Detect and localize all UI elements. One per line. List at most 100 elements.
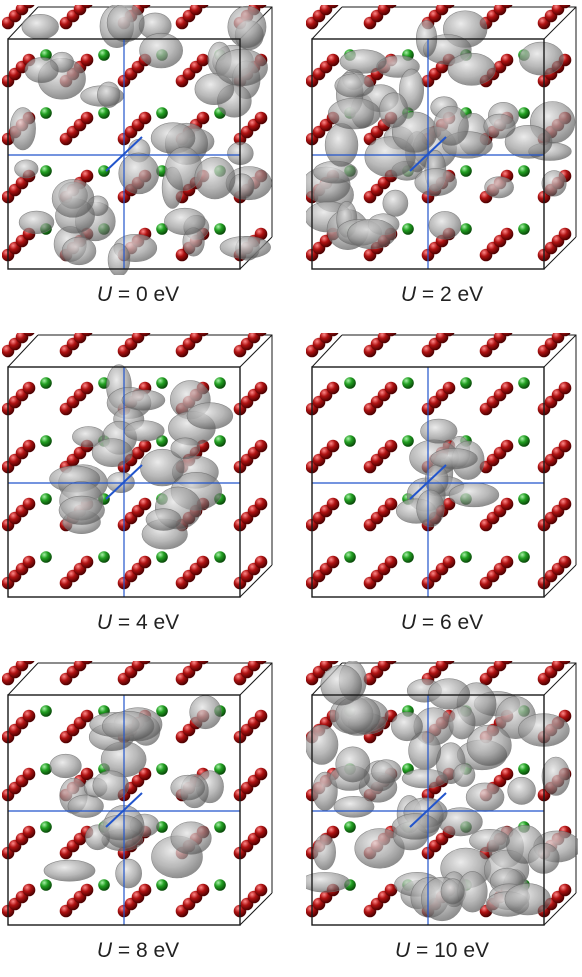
green-atom: [214, 377, 226, 389]
isosurface-blob: [170, 774, 206, 801]
red-atom: [138, 767, 152, 781]
red-atom: [326, 381, 340, 395]
isosurface-blob: [469, 829, 510, 852]
green-atom: [518, 377, 530, 389]
green-atom: [518, 763, 530, 775]
crystal-structure-render: [2, 5, 273, 275]
isosurface-blob: [382, 189, 409, 217]
green-atom: [40, 763, 52, 775]
red-atom: [254, 111, 268, 125]
green-atom: [344, 377, 356, 389]
red-atom: [80, 883, 94, 897]
green-atom: [40, 493, 52, 505]
caption-symbol: U: [96, 283, 112, 306]
green-atom: [40, 879, 52, 891]
crystal-structure-render: [306, 5, 577, 270]
red-atom: [131, 333, 145, 344]
caption-value: 10: [434, 939, 458, 962]
green-atom: [156, 107, 168, 119]
red-atom: [196, 53, 210, 67]
red-atom: [326, 439, 340, 453]
green-atom: [402, 551, 414, 563]
red-atom: [139, 333, 151, 337]
green-atom: [460, 165, 472, 177]
red-atom: [80, 111, 94, 125]
red-atom: [138, 111, 152, 125]
panel-caption: U = 2 eV: [306, 283, 578, 307]
axis-line-z: [409, 464, 447, 500]
caption-equals: =: [416, 611, 440, 634]
red-atom: [501, 661, 513, 665]
green-atom: [518, 165, 530, 177]
isosurface-blob: [61, 236, 97, 266]
isosurface-blob: [483, 113, 516, 139]
green-atom: [40, 705, 52, 717]
isosurface-blob: [24, 57, 59, 83]
red-atom: [327, 333, 339, 337]
red-atom: [254, 555, 268, 569]
isosurface-blob: [466, 724, 512, 766]
red-atom: [384, 497, 398, 511]
isosurface-blob: [124, 420, 165, 442]
isosurface-blob: [379, 92, 409, 128]
isosurface-blob: [51, 179, 95, 218]
isosurface-blob: [313, 834, 336, 871]
isosurface-blob: [58, 495, 105, 525]
caption-unit: eV: [153, 611, 180, 634]
isosurface-blob: [541, 756, 571, 796]
isosurface-blob: [339, 49, 387, 74]
isosurface-blob: [67, 794, 104, 818]
isosurface-blob: [465, 782, 505, 812]
red-atom: [501, 5, 513, 9]
red-atom: [326, 555, 340, 569]
red-atom: [493, 5, 507, 16]
green-atom: [156, 377, 168, 389]
caption-value: 8: [135, 939, 148, 962]
red-atom: [551, 333, 565, 344]
red-atom: [326, 497, 340, 511]
isosurface-blob: [484, 176, 514, 199]
caption-equals: =: [410, 939, 435, 962]
isosurface-blob: [115, 858, 142, 889]
structure-layer: [2, 661, 273, 926]
panel-caption: U = 8 eV: [2, 939, 274, 963]
green-atom: [214, 763, 226, 775]
red-atom: [254, 439, 268, 453]
red-atom: [81, 661, 93, 665]
isosurface-blob: [391, 813, 440, 840]
caption-symbol: U: [400, 283, 416, 306]
isosurface-blob: [519, 41, 564, 76]
red-atom: [384, 381, 398, 395]
isosurface-blob: [91, 438, 133, 468]
isosurface-blob: [118, 152, 160, 195]
axis-line-z: [105, 792, 143, 828]
panel-u-10: U = 10 eV: [306, 661, 578, 977]
red-atom: [254, 825, 268, 839]
red-atom: [197, 333, 209, 337]
red-atom: [255, 661, 267, 665]
isosurface-blob: [320, 664, 363, 706]
caption-value: 4: [135, 611, 148, 634]
green-atom: [214, 821, 226, 833]
green-atom: [518, 435, 530, 447]
cell-edge-diagonal: [239, 892, 273, 926]
red-atom: [22, 767, 36, 781]
panel-u-2: U = 2 eV: [306, 5, 578, 321]
red-atom: [22, 883, 36, 897]
red-atom: [500, 497, 514, 511]
red-atom: [500, 53, 514, 67]
isosurface-blob: [170, 821, 212, 855]
caption-value: 6: [439, 611, 452, 634]
green-atom: [460, 223, 472, 235]
isosurface-blob: [98, 814, 144, 841]
green-atom: [98, 165, 110, 177]
structure-layer: [306, 661, 578, 926]
structure-layer: [306, 5, 577, 270]
isosurface-blob: [433, 105, 469, 146]
red-atom: [558, 439, 572, 453]
caption-unit: eV: [153, 939, 180, 962]
red-atom: [327, 661, 339, 665]
red-atom: [81, 5, 93, 9]
green-atom: [344, 493, 356, 505]
red-atom: [551, 661, 565, 672]
